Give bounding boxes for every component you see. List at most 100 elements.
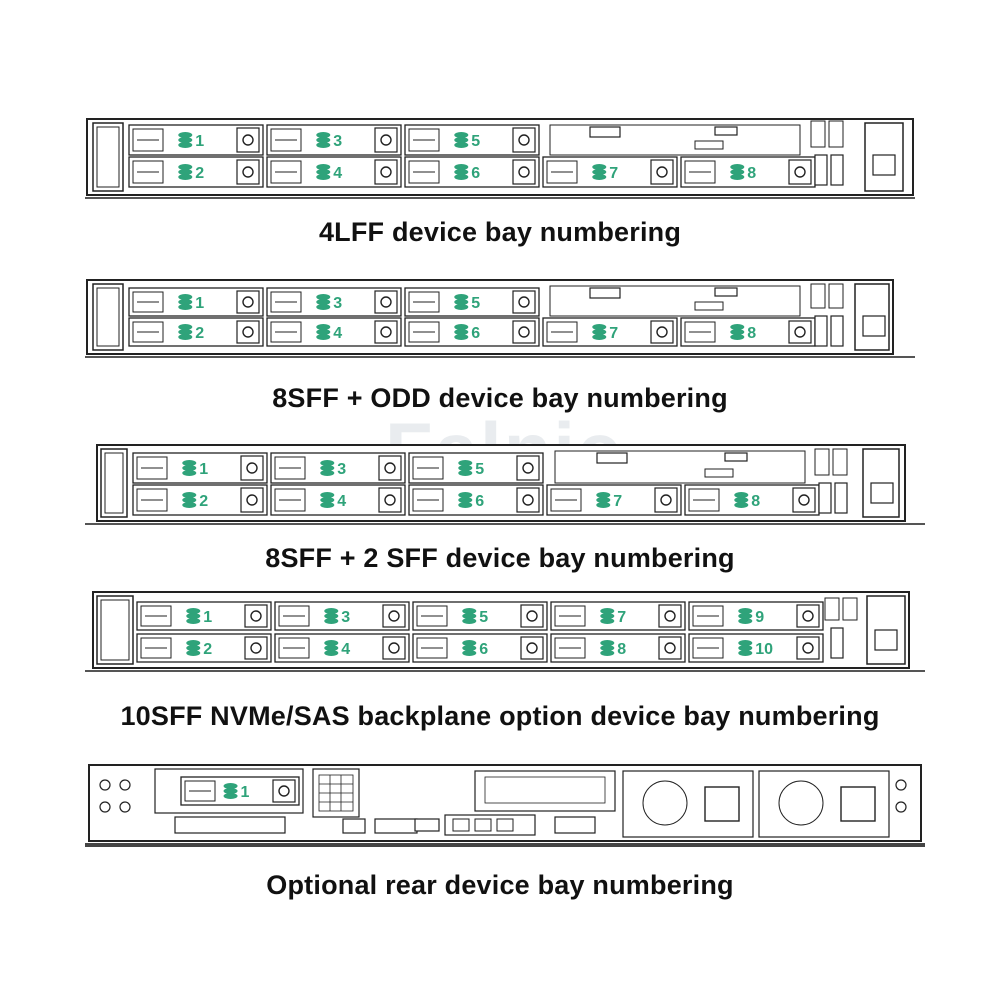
drive-bay-3: 3	[270, 452, 406, 484]
drive-bay-2: 2	[128, 156, 264, 188]
drive-stack-icon	[730, 164, 745, 180]
bay-number: 3	[333, 295, 342, 312]
drive-stack-icon	[458, 460, 473, 476]
drive-bay-1: 1	[128, 124, 264, 156]
drive-stack-icon	[182, 460, 197, 476]
drive-bay-5: 5	[408, 452, 544, 484]
bay-number: 7	[609, 325, 618, 342]
drive-bay-9: 9	[688, 601, 824, 631]
drive-bay-2: 2	[128, 317, 264, 347]
drive-bay-8: 8	[680, 156, 816, 188]
drive-stack-icon	[320, 492, 335, 508]
chassis-front-8sff-2sff: 1 3 5 2 4 6 7 8	[85, 444, 925, 525]
drive-bay-10: 10	[688, 633, 824, 663]
drive-bay-2: 2	[136, 633, 272, 663]
front-usb-ports	[814, 448, 848, 514]
drive-stack-icon	[738, 640, 753, 656]
front-usb-ports	[810, 120, 844, 186]
bay-number: 2	[203, 641, 212, 658]
bay-number: 1	[195, 133, 204, 150]
bay-number: 2	[195, 165, 204, 182]
drive-stack-icon	[178, 164, 193, 180]
drive-bay-4: 4	[274, 633, 410, 663]
drive-stack-icon	[592, 164, 607, 180]
drive-bay-6: 6	[404, 317, 540, 347]
drive-stack-icon	[454, 132, 469, 148]
bay-number: 6	[471, 325, 480, 342]
drive-stack-icon	[738, 608, 753, 624]
drive-stack-icon	[324, 640, 339, 656]
bay-number: 10	[755, 641, 773, 658]
drive-stack-icon	[462, 640, 477, 656]
power-supply-1	[622, 770, 754, 838]
drive-bay-2: 2	[132, 484, 268, 516]
drive-stack-icon	[454, 164, 469, 180]
drive-stack-icon	[186, 608, 201, 624]
bay-number: 1	[195, 295, 204, 312]
drive-bay-5: 5	[404, 287, 540, 317]
drive-bay-6: 6	[412, 633, 548, 663]
chassis-front-10sff: 1 3 5 7 9 2 4 6 8 10	[85, 591, 925, 672]
bay-number: 1	[199, 461, 208, 478]
bay-number: 9	[755, 609, 764, 626]
bay-number: 7	[617, 609, 626, 626]
bay-number: 5	[479, 609, 488, 626]
drive-stack-icon	[316, 132, 331, 148]
drive-bay-8: 8	[680, 317, 816, 347]
caption-8sff-2sff: 8SFF + 2 SFF device bay numbering	[265, 543, 735, 573]
bay-number: 6	[471, 165, 480, 182]
chassis-rear: 1	[85, 764, 925, 847]
drive-stack-icon	[458, 492, 473, 508]
bay-number: 1	[203, 609, 212, 626]
drive-stack-icon	[596, 492, 611, 508]
drive-stack-icon	[600, 608, 615, 624]
drive-bay-7: 7	[550, 601, 686, 631]
drive-stack-icon	[454, 294, 469, 310]
front-usb-ports	[824, 597, 858, 659]
bay-number: 3	[333, 133, 342, 150]
drive-stack-icon	[316, 294, 331, 310]
drive-stack-icon	[320, 460, 335, 476]
power-supply-2	[758, 770, 890, 838]
drive-stack-icon	[324, 608, 339, 624]
drive-bay-1: 1	[132, 452, 268, 484]
bay-number: 5	[475, 461, 484, 478]
bay-number: 6	[479, 641, 488, 658]
bay-number: 5	[471, 133, 480, 150]
drive-bay-3: 3	[266, 287, 402, 317]
drive-stack-icon	[316, 164, 331, 180]
drive-bay-5: 5	[404, 124, 540, 156]
caption-rear: Optional rear device bay numbering	[266, 870, 734, 900]
drive-bay-3: 3	[266, 124, 402, 156]
caption-10sff: 10SFF NVMe/SAS backplane option device b…	[120, 701, 880, 731]
bay-number: 5	[471, 295, 480, 312]
bay-number: 6	[475, 493, 484, 510]
drive-bay-1: 1	[180, 776, 300, 806]
drive-stack-icon	[592, 324, 607, 340]
drive-bay-4: 4	[266, 156, 402, 188]
drive-bay-6: 6	[404, 156, 540, 188]
drive-bay-8: 8	[550, 633, 686, 663]
drive-stack-icon	[454, 324, 469, 340]
bay-number: 4	[333, 325, 342, 342]
drive-bay-3: 3	[274, 601, 410, 631]
drive-bay-5: 5	[412, 601, 548, 631]
bay-number: 4	[341, 641, 350, 658]
bay-number: 8	[747, 165, 756, 182]
bay-number: 7	[613, 493, 622, 510]
chassis-front-8sff-odd: 1 3 5 2 4 6 7 8	[85, 279, 915, 358]
bay-number: 3	[337, 461, 346, 478]
drive-stack-icon	[316, 324, 331, 340]
drive-stack-icon	[178, 132, 193, 148]
drive-stack-icon	[182, 492, 197, 508]
drive-bay-1: 1	[128, 287, 264, 317]
drive-stack-icon	[178, 294, 193, 310]
drive-stack-icon	[734, 492, 749, 508]
front-usb-ports	[810, 283, 844, 347]
bay-number: 4	[337, 493, 346, 510]
bay-number: 3	[341, 609, 350, 626]
drive-stack-icon	[730, 324, 745, 340]
caption-8sff-odd: 8SFF + ODD device bay numbering	[272, 383, 728, 413]
drive-bay-8: 8	[684, 484, 820, 516]
bay-number: 1	[241, 784, 250, 801]
